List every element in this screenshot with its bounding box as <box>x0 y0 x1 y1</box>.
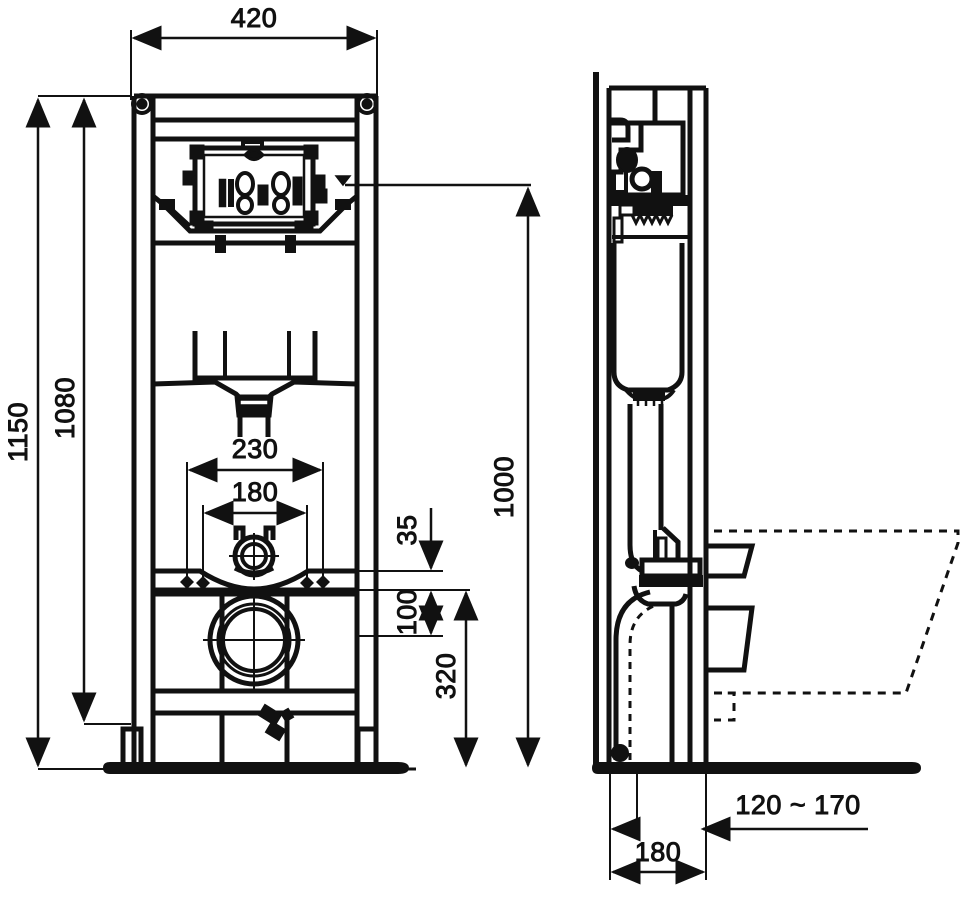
dimension-1080-label: 1080 <box>50 377 80 439</box>
side-dimension-group: 120 ~ 170 180 <box>609 773 868 885</box>
bolt-markers <box>180 575 330 590</box>
dimension-320: 320 <box>431 590 479 768</box>
dimension-1080: 1080 <box>50 95 131 725</box>
flush-actuator-housing <box>182 140 328 231</box>
hanger-pin-left-icon <box>215 235 226 253</box>
dimension-100-label: 100 <box>392 589 422 636</box>
dimension-35-label: 35 <box>392 514 422 545</box>
front-floor-line <box>102 762 416 774</box>
inlet-connection-icon <box>229 525 279 580</box>
dimension-230-label: 230 <box>232 434 279 464</box>
dimension-120-170: 120 ~ 170 <box>610 790 868 842</box>
front-top-rail <box>134 93 376 142</box>
wall-bolt-stud-upper <box>706 543 756 579</box>
wc-pan-outline <box>714 529 960 722</box>
front-dimension-group: 420 1150 1080 230 <box>3 3 541 770</box>
dimension-1000: 1000 <box>334 175 541 768</box>
dimension-320-label: 320 <box>431 653 461 700</box>
front-frame-uprights <box>131 96 379 768</box>
hanger-pin-right-icon <box>285 235 296 253</box>
wall-bolt-stud-lower <box>706 605 755 673</box>
dimension-180-front-label: 180 <box>232 477 279 507</box>
side-top-bracket <box>606 88 658 143</box>
drain-elbow-icon <box>257 703 295 742</box>
front-view <box>102 93 416 774</box>
side-cistern-body <box>611 243 685 406</box>
dimension-180-side-label: 180 <box>635 837 682 867</box>
dimension-420: 420 <box>130 3 378 100</box>
mounting-hole-left-icon <box>131 93 153 115</box>
side-frame-rails <box>606 85 709 769</box>
dimension-230: 230 <box>186 434 324 580</box>
dimension-1150: 1150 <box>3 95 131 770</box>
mounting-hole-right-icon <box>356 93 378 115</box>
flush-pipe <box>237 416 271 437</box>
side-pan-connector <box>625 526 703 607</box>
side-inlet-valve-assembly <box>609 120 689 244</box>
front-angled-brackets <box>151 194 359 234</box>
side-outlet-bend <box>611 589 657 762</box>
side-view <box>591 72 960 774</box>
dimension-35: 35 <box>357 508 444 572</box>
front-lower-rails <box>153 591 357 716</box>
dimension-420-label: 420 <box>231 3 278 33</box>
dimension-1000-label: 1000 <box>489 456 519 518</box>
dimension-180-side: 180 <box>610 837 706 885</box>
dimension-1150-label: 1150 <box>3 402 33 462</box>
dimension-100: 100 <box>357 588 470 637</box>
cistern-body-outline <box>192 331 318 381</box>
side-lower-pipe <box>669 604 693 769</box>
dimension-120-170-label: 120 ~ 170 <box>735 790 860 820</box>
dimension-180-front: 180 <box>202 477 308 580</box>
side-floor-line <box>591 762 922 774</box>
